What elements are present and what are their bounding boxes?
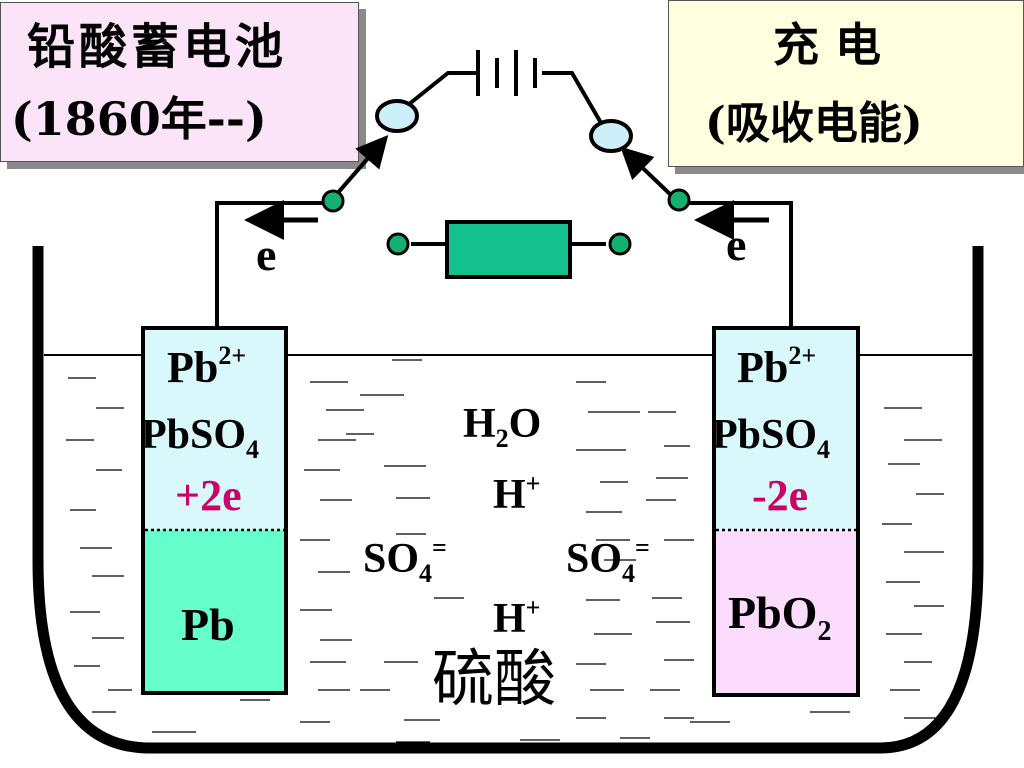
hydrogen-ion-label-1: H+: [493, 469, 541, 518]
right-electrode-lead-dioxide: [714, 530, 858, 695]
title-right-line2: (吸收电能): [705, 98, 923, 149]
resistor-right-node: [608, 232, 632, 256]
hydrogen-ion-label-2: H+: [493, 593, 541, 642]
title-box-left: 铅酸蓄电池 (1860年--): [0, 2, 359, 162]
electrolyte-hatch-lines: [66, 359, 944, 743]
battery-left-wire: [396, 71, 477, 115]
left-pbso4: PbSO4: [141, 412, 259, 464]
title-box-right: 充 电 (吸收电能): [668, 0, 1024, 167]
right-switch-node: [667, 188, 691, 212]
left-pb-material: Pb: [181, 599, 235, 650]
left-electrode-lead: [143, 530, 286, 693]
right-switch-arrow: [620, 146, 674, 198]
left-switch-node: [321, 189, 345, 213]
battery-right-wire: [542, 71, 610, 137]
sulfuric-acid-label: 硫酸: [432, 642, 556, 715]
left-electrode: [141, 326, 288, 695]
title-right-line1: 充 电: [773, 18, 882, 72]
left-pb-ion: Pb2+: [167, 341, 246, 392]
title-left-line2: (1860年--): [11, 92, 267, 146]
right-electrode-upper: [714, 328, 858, 530]
right-pbo2-material: PbO2: [728, 587, 831, 647]
left-electrode-upper: [143, 328, 286, 530]
left-electron-change: +2e: [175, 471, 242, 520]
left-switch-arrow: [334, 134, 389, 197]
left-switch-contact: [375, 99, 419, 133]
circuit-wires: [215, 71, 793, 328]
title-left-line1: 铅酸蓄电池: [27, 19, 288, 75]
resistor-left-node: [386, 232, 410, 256]
right-electron-label: e: [726, 219, 746, 270]
resistor: [445, 220, 572, 279]
right-pbso4: PbSO4: [712, 412, 830, 464]
right-switch-contact: [589, 119, 633, 153]
battery-symbol: [476, 50, 537, 96]
right-electron-change: -2e: [752, 471, 808, 520]
sulfate-ion-label-2: SO4=: [566, 533, 650, 588]
right-electrode: [712, 326, 860, 697]
right-pb-ion: Pb2+: [737, 341, 816, 392]
water-label: H2O: [463, 401, 541, 453]
left-wire: [215, 201, 332, 328]
left-electron-label: e: [256, 229, 276, 280]
sulfate-ion-label-1: SO4=: [363, 533, 447, 588]
container-beaker: [32, 246, 984, 754]
